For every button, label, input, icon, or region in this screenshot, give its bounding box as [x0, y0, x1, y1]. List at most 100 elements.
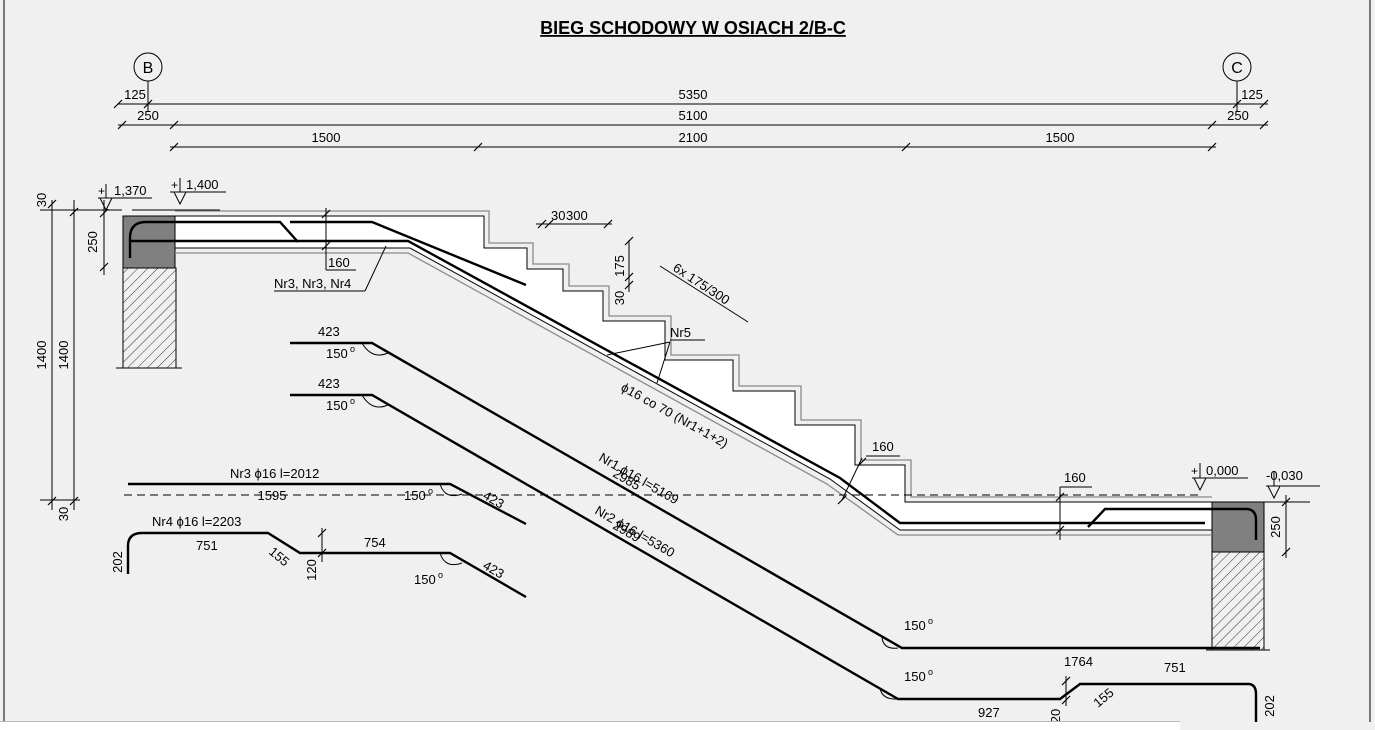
level-marker-0030: -0,030	[1266, 468, 1320, 500]
bot-202: 202	[1262, 695, 1277, 717]
bar-shape-423-a: 423 150 o	[290, 324, 1260, 650]
dim-1500-left: 1500	[312, 130, 341, 145]
nr5-leader: Nr5	[606, 325, 705, 384]
right-wall-hatch	[1211, 551, 1265, 651]
angle-150-b: 150	[326, 398, 348, 413]
dim-1400-b: 1400	[56, 341, 71, 370]
angle-150-d: 150	[904, 669, 926, 684]
dim-175-step: 175	[612, 255, 627, 277]
dim-30-left-bottom: 30	[56, 507, 71, 521]
right-vertical-dimension: 250	[1268, 495, 1291, 558]
level-marker-0000: + 0,000	[1191, 463, 1248, 492]
bar-shape-nr3: Nr3 ϕ16 l=2012 1595 150 o 423	[128, 466, 527, 526]
bot-1764: 1764	[1064, 654, 1093, 669]
stair-flight-concrete	[174, 215, 1213, 531]
left-wall-hatch	[122, 267, 177, 369]
left-vertical-dimensions: 1400 1400 30 250 30	[34, 193, 122, 521]
seg-423-d: 423	[481, 558, 507, 582]
dim-5350: 5350	[679, 87, 708, 102]
top-hook-bar	[128, 220, 299, 258]
axis-c-label: C	[1231, 60, 1243, 77]
level-marker-1400: + 1,400	[170, 177, 226, 206]
drawing-title: BIEG SCHODOWY W OSIACH 2/B-C	[540, 18, 846, 38]
svg-text:+: +	[1191, 464, 1198, 478]
bot-751: 751	[1164, 660, 1186, 675]
level-0000-label: 0,000	[1206, 463, 1239, 478]
bot-927: 927	[978, 705, 1000, 720]
dim-1500-right: 1500	[1046, 130, 1075, 145]
bar-shape-bottom-hook	[1180, 682, 1258, 722]
dim-160-slab-mid: 160	[872, 439, 894, 454]
svg-text:o: o	[350, 396, 355, 406]
dimension-chain-top-3: 1500 2100 1500	[169, 130, 1217, 152]
dim-250-left: 250	[85, 231, 100, 253]
bar-group-leader: Nr3, Nr3, Nr4	[274, 245, 387, 292]
svg-text:o: o	[428, 486, 433, 496]
svg-text:o: o	[350, 344, 355, 354]
seg-423-b: 423	[318, 376, 340, 391]
dim-1400-a: 1400	[34, 341, 49, 370]
dim-250-right-v: 250	[1268, 516, 1283, 538]
dim-250-left: 250	[137, 108, 159, 123]
bottom-hook-bar	[1087, 507, 1258, 540]
svg-text:+: +	[98, 184, 105, 198]
nr3-length: 1595	[258, 488, 287, 503]
nr4-hook: 202	[110, 551, 125, 573]
bot-20: 20	[1048, 709, 1063, 723]
dimension-chain-top-1: 125 5350 125	[113, 87, 1269, 109]
svg-text:o: o	[928, 616, 933, 626]
dim-250-right: 250	[1227, 108, 1249, 123]
angle-150-c-marker: 150 o	[881, 616, 933, 649]
bottom-bar-dimensions: 1764 751 927 155 20 202	[978, 654, 1277, 723]
svg-text:o: o	[928, 667, 933, 677]
slab-thickness-left: 160	[321, 208, 356, 271]
dim-30-step: 30	[551, 208, 565, 223]
dim-125-right: 125	[1241, 87, 1263, 102]
stairs-leader-line	[659, 265, 749, 323]
dim-30-step-b: 30	[612, 291, 627, 305]
svg-text:+: +	[171, 178, 178, 192]
angle-150-a: 150	[326, 346, 348, 361]
nr4-label: Nr4 ϕ16 l=2203	[152, 514, 241, 529]
dim-30-left-top: 30	[34, 193, 49, 207]
nr3-label: Nr3 ϕ16 l=2012	[230, 466, 319, 481]
stair-finish-layer	[175, 210, 1212, 498]
angle-150-e: 150	[404, 488, 426, 503]
nr4-offset: 120	[304, 559, 319, 581]
angle-150-f: 150	[414, 572, 436, 587]
top-upper-bar	[290, 220, 527, 287]
bot-155: 155	[1090, 685, 1116, 710]
dim-125-left: 125	[124, 87, 146, 102]
dim-160-slab-right: 160	[1064, 470, 1086, 485]
angle-150-c: 150	[904, 618, 926, 633]
svg-text:o: o	[438, 570, 443, 580]
angle-150-d-marker: 150 o	[879, 667, 933, 700]
seg-423-c: 423	[481, 488, 507, 512]
seg-423-a: 423	[318, 324, 340, 339]
bar-shape-423-b: 423 150 o	[290, 376, 1180, 701]
dim-160-slab-left: 160	[328, 255, 350, 270]
axis-b-label: B	[143, 60, 154, 77]
dimension-chain-top-2: 250 5100 250	[117, 108, 1269, 130]
stairs-count-label: 6x 175/300	[670, 260, 732, 308]
nr4-len1: 751	[196, 538, 218, 553]
slab-thickness-right: 160	[1055, 470, 1092, 540]
bar-shape-nr4: Nr4 ϕ16 l=2203 751 202 155 120 754 150 o…	[110, 514, 527, 599]
dim-5100: 5100	[679, 108, 708, 123]
dim-2100: 2100	[679, 130, 708, 145]
level-1370-label: 1,370	[114, 183, 147, 198]
axis-c-marker: C	[1222, 52, 1252, 112]
status-bar	[0, 721, 1180, 730]
soffit-finish-layer	[175, 252, 1212, 536]
step-dimension: 30 300 175 30	[536, 208, 634, 305]
main-bottom-bar	[130, 239, 1205, 525]
dim-300-step: 300	[566, 208, 588, 223]
level-0030-label: -0,030	[1266, 468, 1303, 483]
level-marker-1370: + 1,370	[98, 183, 152, 212]
axis-b-marker: B	[133, 52, 163, 112]
level-1400-label: 1,400	[186, 177, 219, 192]
bars-group-label: Nr3, Nr3, Nr4	[274, 276, 351, 291]
nr4-len2: 754	[364, 535, 386, 550]
